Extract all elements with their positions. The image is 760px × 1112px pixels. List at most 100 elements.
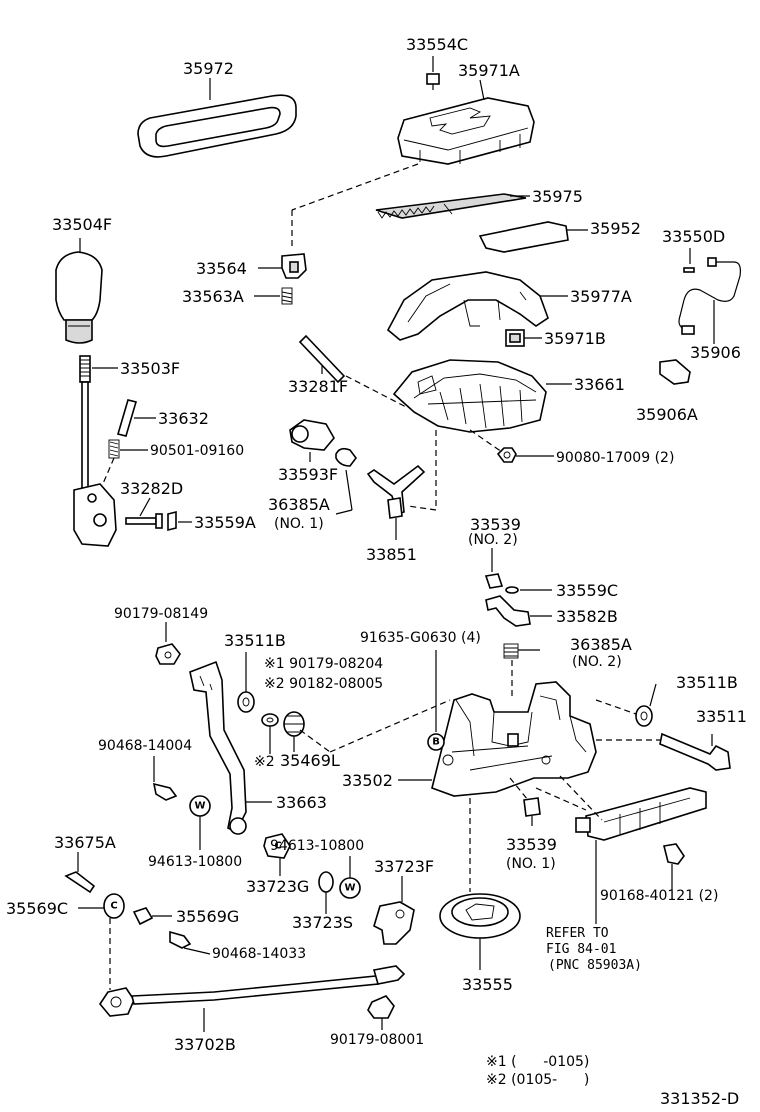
label-33593f: 33593F [278, 465, 339, 484]
lever-spring [108, 439, 120, 459]
serrated-strip [375, 193, 527, 219]
label-33539-no2: 33539 [470, 515, 521, 534]
label-33511b-right: 33511B [676, 673, 738, 692]
label-33582b: 33582B [556, 607, 618, 626]
label-33723f: 33723F [374, 857, 435, 876]
shift-lever-rod [73, 355, 117, 547]
label-33564: 33564 [196, 259, 247, 278]
shift-plate [478, 221, 569, 253]
label-33550d: 33550D [662, 227, 726, 246]
label-35469l: 35469L [280, 751, 340, 770]
lever-clip [167, 510, 177, 532]
label-33555: 33555 [462, 975, 513, 994]
rod-bracket [373, 901, 415, 945]
rod-bushing-s [318, 871, 334, 893]
lever-bushing [283, 711, 305, 737]
label-90468-14033: 90468-14033 [212, 946, 307, 962]
label-35906a: 35906A [636, 405, 698, 424]
control-lever [189, 660, 247, 835]
shift-lock-solenoid [575, 787, 707, 841]
label-33504f: 33504F [52, 215, 113, 234]
label-35971b: 35971B [544, 329, 606, 348]
label-90080-17009: 90080-17009 (2) [556, 450, 675, 466]
note-2: ※2 (0105- ) [486, 1072, 590, 1088]
label-35952: 35952 [590, 219, 641, 238]
label-94613-right: 94613-10800 [270, 838, 365, 854]
console-bezel [386, 271, 549, 341]
shift-knob [55, 251, 103, 344]
label-90168-40121: 90168-40121 (2) [600, 888, 719, 904]
label-33559a: 33559A [194, 513, 256, 532]
console-trim-ring [137, 94, 297, 158]
label-90182-08005: ※2 90182-08005 [264, 676, 384, 692]
rod-clip-g: C [263, 833, 291, 859]
position-pin [298, 334, 346, 384]
washer-left: W [189, 795, 211, 817]
label-33632: 33632 [158, 409, 209, 428]
position-housing [392, 359, 547, 433]
label-36385a-no1-qualifier: (NO. 1) [274, 516, 324, 532]
label-36385a-no1: 36385A [268, 495, 330, 514]
label-90501-09160: 90501-09160 [150, 443, 245, 459]
washer-right: W [339, 877, 361, 899]
shift-lock-sensor [683, 267, 695, 273]
clamp-left [152, 782, 178, 801]
lever-bolt-small [64, 871, 96, 894]
wire-harness [678, 257, 741, 335]
shift-boot [439, 893, 521, 939]
lock-button [281, 253, 307, 279]
note-1: ※1 ( -0105) [486, 1054, 590, 1070]
label-33663: 33663 [276, 793, 327, 812]
label-35975: 35975 [532, 187, 583, 206]
label-91635-g0630: 91635-G0630 (4) [360, 630, 481, 646]
lock-block-no1 [523, 797, 541, 817]
label-33539-no1: 33539 [506, 835, 557, 854]
label-33559c: 33559C [556, 581, 619, 600]
label-33539-no1-qualifier: (NO. 1) [506, 856, 556, 872]
label-35977a: 35977A [570, 287, 632, 306]
small-clip [505, 586, 519, 594]
label-33851: 33851 [366, 545, 417, 564]
label-33502: 33502 [342, 771, 393, 790]
lever-pin [116, 399, 138, 437]
pivot-pin [659, 732, 731, 771]
detent-lever [366, 464, 426, 519]
label-33281f: 33281F [288, 377, 349, 396]
label-33723g: 33723G [246, 877, 310, 896]
label-35569c: 35569C [6, 899, 69, 918]
lever-bolt [125, 513, 163, 529]
label-33702b: 33702B [174, 1035, 236, 1054]
label-90179-08001: 90179-08001 [330, 1032, 425, 1048]
label-90468-14004: 90468-14004 [98, 738, 193, 754]
lock-spring [281, 287, 293, 305]
clip-mark-2: C [110, 901, 117, 912]
label-35469l-mark: ※2 [254, 754, 275, 770]
label-33511b-left: 33511B [224, 631, 286, 650]
lock-block-no2 [484, 573, 504, 589]
label-35971a: 35971A [458, 61, 520, 80]
washer-mark-right: W [344, 883, 355, 894]
label-35906: 35906 [690, 343, 741, 362]
rod-bushing-g [132, 907, 154, 926]
bolt-mark: B [432, 737, 440, 748]
label-36385a-no2-qualifier: (NO. 2) [572, 654, 622, 670]
indicator-bulb [505, 329, 525, 347]
bushing-right [635, 705, 653, 727]
solenoid-screw [663, 843, 685, 865]
figure-id: 331352-D [660, 1089, 740, 1108]
label-33554c: 33554C [406, 35, 469, 54]
label-refer-pnc: (PNC 85903A) [548, 958, 642, 973]
label-33563a: 33563A [182, 287, 244, 306]
label-90179-08149: 90179-08149 [114, 606, 209, 622]
rod-bushing-c: C [103, 893, 125, 919]
label-35972: 35972 [183, 59, 234, 78]
indicator-housing [397, 73, 535, 165]
label-33723s: 33723S [292, 913, 354, 932]
label-36385a-no2: 36385A [570, 635, 632, 654]
control-rod [99, 965, 406, 1017]
label-refer-to: REFER TO [546, 926, 609, 941]
shift-lever-base [431, 681, 597, 797]
label-refer-fig: FIG 84-01 [546, 942, 617, 957]
label-94613-left: 94613-10800 [148, 854, 243, 870]
